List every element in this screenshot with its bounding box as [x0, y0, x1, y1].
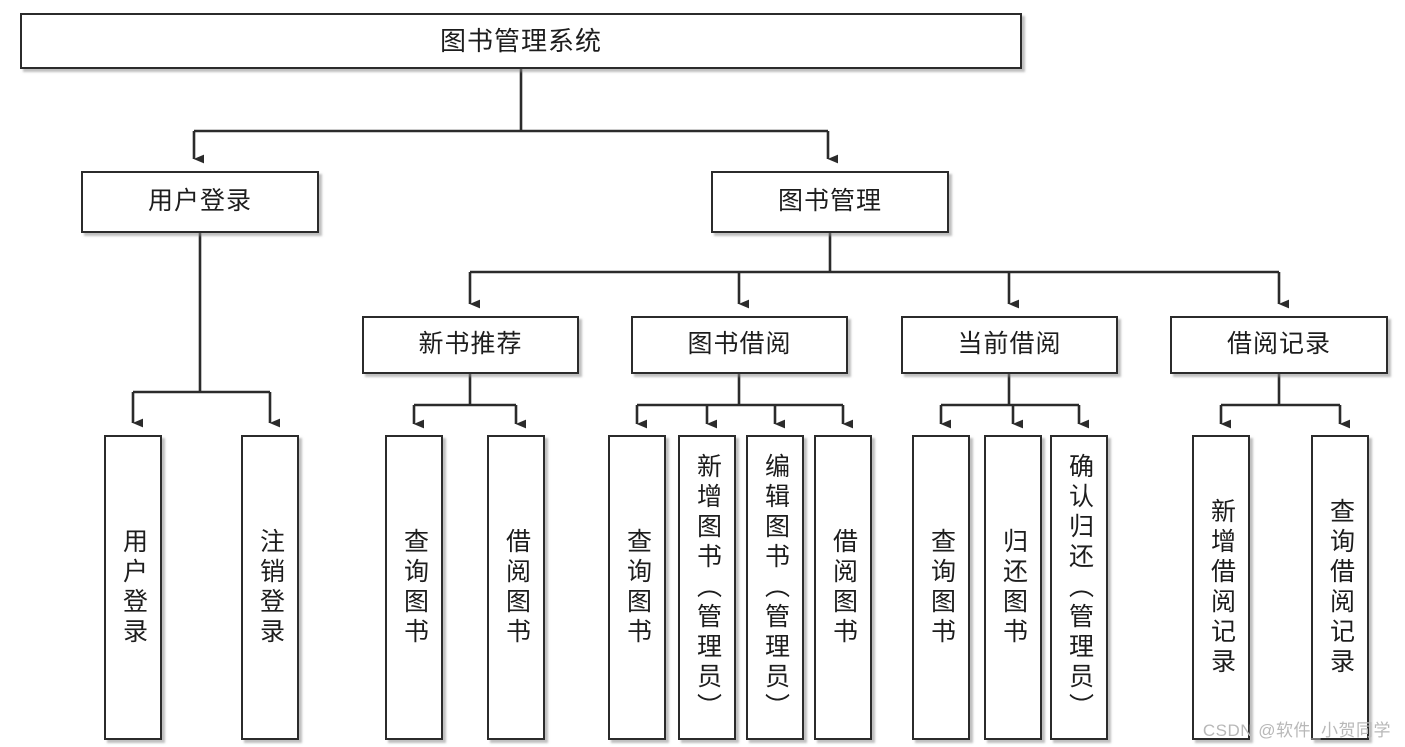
node-new-book-recommendation[interactable]: 新书推荐 [362, 316, 579, 374]
node-leaf-rec-borrow-book[interactable]: 借阅图书 [487, 435, 545, 740]
node-leaf-cb-query-book[interactable]: 查询图书 [912, 435, 970, 740]
node-label: 归还图书 [999, 527, 1028, 648]
node-label: 图书借阅 [687, 330, 792, 359]
node-leaf-user-login[interactable]: 用户登录 [104, 435, 162, 740]
node-leaf-br-add-record[interactable]: 新增借阅记录 [1192, 435, 1250, 740]
node-leaf-cb-return-book[interactable]: 归还图书 [984, 435, 1042, 740]
node-book-borrowing[interactable]: 图书借阅 [631, 316, 848, 374]
csdn-watermark: CSDN @软件_小贺同学 [1202, 721, 1391, 740]
node-label: 图书管理 [777, 187, 882, 216]
node-label: 借阅图书 [829, 527, 858, 648]
node-leaf-cb-confirm-return-admin[interactable]: 确认归还（管理员） [1050, 435, 1108, 740]
node-label: 借阅图书 [502, 527, 531, 648]
node-current-borrowing[interactable]: 当前借阅 [901, 316, 1118, 374]
node-leaf-bb-borrow-book[interactable]: 借阅图书 [814, 435, 872, 740]
node-book-management-system[interactable]: 图书管理系统 [20, 13, 1022, 69]
node-label: 用户登录 [147, 187, 252, 216]
node-label: 新书推荐 [418, 330, 523, 359]
node-label: 查询图书 [623, 527, 652, 648]
node-label: 图书管理系统 [439, 25, 602, 56]
node-label: 查询图书 [927, 527, 956, 648]
node-leaf-bb-edit-book-admin[interactable]: 编辑图书（管理员） [746, 435, 804, 740]
node-label: 新增图书（管理员） [693, 452, 722, 723]
node-book-management[interactable]: 图书管理 [711, 171, 949, 233]
node-label: 确认归还（管理员） [1065, 452, 1094, 723]
node-label: 注销登录 [256, 527, 285, 648]
node-label: 编辑图书（管理员） [761, 452, 790, 723]
node-leaf-bb-query-book[interactable]: 查询图书 [608, 435, 666, 740]
node-leaf-rec-query-book[interactable]: 查询图书 [385, 435, 443, 740]
node-label: 借阅记录 [1226, 330, 1331, 359]
node-leaf-bb-add-book-admin[interactable]: 新增图书（管理员） [678, 435, 736, 740]
node-label: 用户登录 [119, 527, 148, 648]
node-label: 查询借阅记录 [1326, 497, 1355, 678]
node-user-login[interactable]: 用户登录 [81, 171, 319, 233]
node-label: 新增借阅记录 [1207, 497, 1236, 678]
node-leaf-br-query-record[interactable]: 查询借阅记录 [1311, 435, 1369, 740]
node-borrowing-record[interactable]: 借阅记录 [1170, 316, 1388, 374]
node-label: 当前借阅 [957, 330, 1062, 359]
node-leaf-user-logout[interactable]: 注销登录 [241, 435, 299, 740]
node-label: 查询图书 [400, 527, 429, 648]
